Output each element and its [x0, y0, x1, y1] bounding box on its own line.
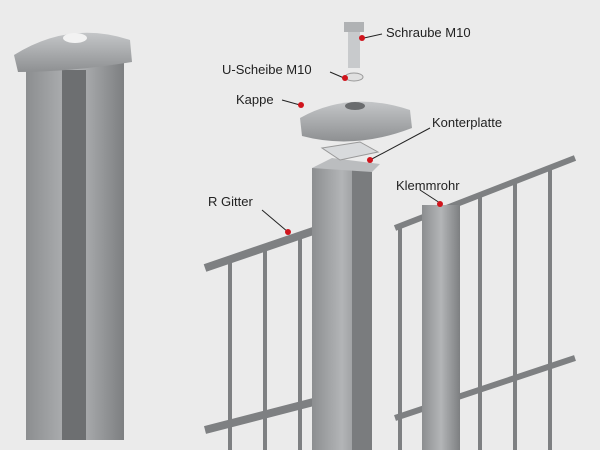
label-schraube: Schraube M10: [386, 25, 471, 40]
label-u-scheibe: U-Scheibe M10: [222, 62, 312, 77]
klemmrohr-part: [422, 205, 460, 450]
label-konterplatte: Konterplatte: [432, 115, 503, 130]
standalone-post: [14, 32, 132, 440]
label-kappe: Kappe: [236, 92, 274, 107]
leader-lines: [261, 33, 441, 233]
marker-dots: [285, 35, 443, 235]
center-post: [312, 158, 380, 450]
schraube-part: [348, 30, 360, 68]
kappe-part: [300, 101, 412, 142]
label-r-gitter: R Gitter: [208, 194, 253, 209]
label-klemmrohr: Klemmrohr: [396, 178, 460, 193]
konterplatte-part: [320, 141, 380, 161]
